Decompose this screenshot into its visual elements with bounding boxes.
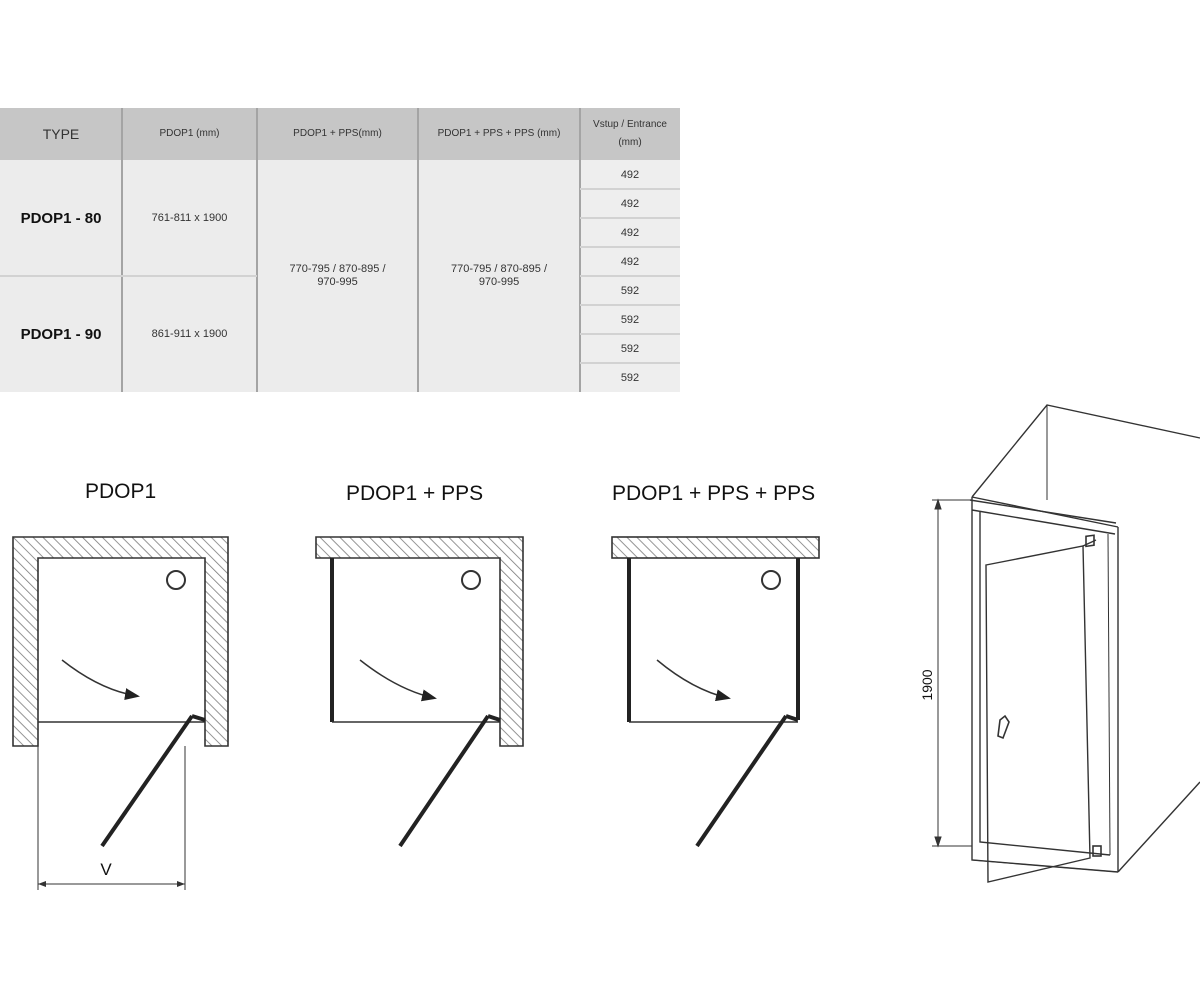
swing-arrow-icon (61, 659, 140, 700)
plan1-title: PDOP1 (85, 480, 157, 503)
table-divider (580, 362, 680, 364)
header-entrance-line1: Vstup / Entrance (593, 119, 667, 130)
cell-pdop1-pps: 770-795 / 870-895 / 970-995 (257, 160, 418, 392)
height-label: 1900 (919, 669, 935, 700)
table-divider (580, 188, 680, 190)
row-pdop1-90: 861-911 x 1900 (122, 276, 257, 392)
dimension-arrow-icon (934, 498, 942, 848)
entrance-cell: 592 (580, 363, 680, 392)
cell-pdop1-pps-pps-line2: 970-995 (478, 276, 520, 288)
drain-icon (166, 570, 186, 590)
plan1-wall (12, 536, 229, 747)
row-type-80: PDOP1 - 80 (0, 160, 122, 276)
height-dimension (932, 498, 972, 848)
entrance-cell: 492 (580, 247, 680, 276)
plan3-title: PDOP1 + PPS + PPS (612, 482, 816, 505)
plan3-wall (611, 536, 820, 559)
table-divider (580, 333, 680, 335)
plan2-diagram (315, 536, 524, 848)
handle-icon (997, 714, 1010, 740)
entrance-cell: 492 (580, 218, 680, 247)
table-divider (256, 108, 258, 392)
cell-pdop1-pps-line2: 970-995 (317, 276, 358, 288)
entrance-cell: 492 (580, 189, 680, 218)
table-divider (580, 217, 680, 219)
header-pdop1: PDOP1 (mm) (122, 108, 257, 160)
header-entrance-line2: (mm) (618, 137, 642, 148)
plan2-door (398, 714, 490, 848)
drain-icon (461, 570, 481, 590)
hinge-icon (1085, 534, 1095, 548)
swing-arrow-icon (656, 659, 731, 702)
header-type: TYPE (0, 108, 122, 160)
swing-arrow-icon (359, 659, 437, 702)
entrance-cell: 592 (580, 334, 680, 363)
table-divider (579, 108, 581, 392)
plan3-door (695, 714, 788, 848)
cell-pdop1-pps-line1: 770-795 / 870-895 / (289, 263, 386, 275)
plan1-diagram: V (12, 536, 229, 890)
header-pdop1-pps: PDOP1 + PPS(mm) (257, 108, 418, 160)
row-type-90: PDOP1 - 90 (0, 276, 122, 392)
plan2-title: PDOP1 + PPS (346, 482, 484, 505)
table-divider (0, 275, 257, 277)
drain-icon (761, 570, 781, 590)
header-entrance: Vstup / Entrance (mm) (580, 108, 680, 160)
table-divider (121, 108, 123, 392)
enclosure-top (971, 404, 1200, 528)
spec-table: TYPE PDOP1 (mm) PDOP1 + PPS(mm) PDOP1 + … (0, 108, 680, 392)
cell-pdop1-pps-pps: 770-795 / 870-895 / 970-995 (418, 160, 580, 392)
table-divider (580, 275, 680, 277)
cell-pdop1-pps-pps-line1: 770-795 / 870-895 / (450, 263, 548, 275)
table-divider (580, 246, 680, 248)
table-divider (417, 108, 419, 392)
row-pdop1-80: 761-811 x 1900 (122, 160, 257, 276)
v-label: V (100, 860, 112, 879)
perspective-view (969, 404, 1200, 883)
plan2-wall (315, 536, 524, 747)
plan1-door (100, 714, 194, 848)
open-door (985, 545, 1091, 883)
plan3-diagram (611, 536, 820, 848)
table-divider (580, 304, 680, 306)
entrance-cell: 592 (580, 305, 680, 334)
hinge-icon (1092, 845, 1102, 857)
header-pdop1-pps-pps: PDOP1 + PPS + PPS (mm) (418, 108, 580, 160)
entrance-cell: 492 (580, 160, 680, 189)
entrance-cell: 592 (580, 276, 680, 305)
